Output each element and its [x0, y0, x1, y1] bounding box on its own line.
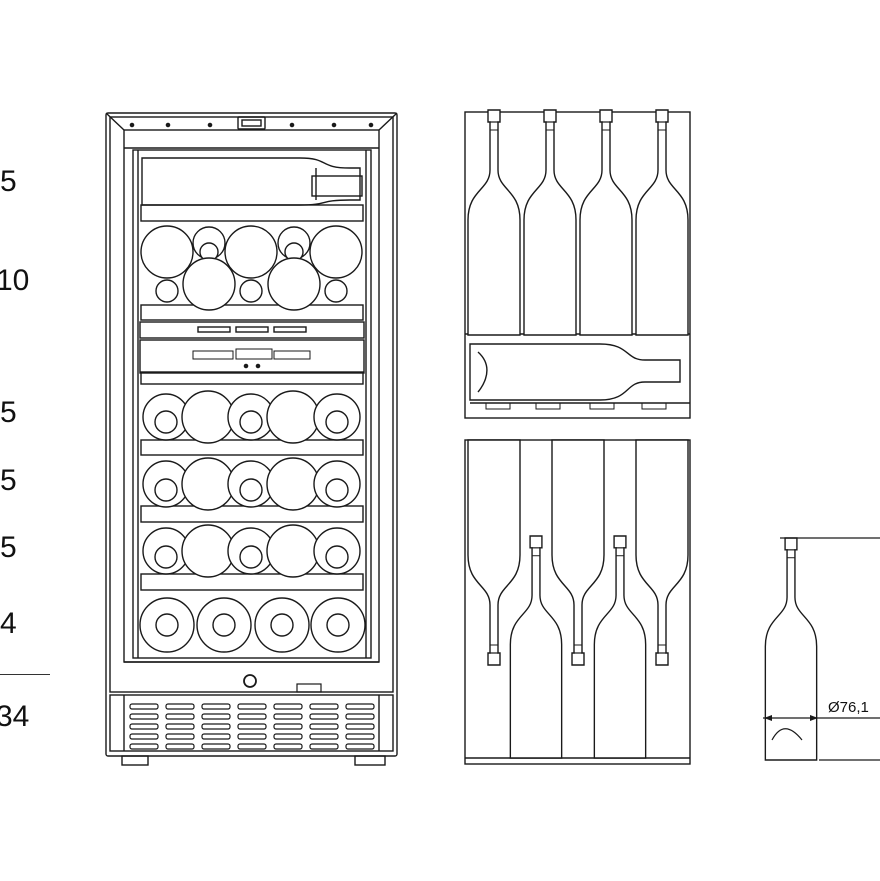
vent-slot — [237, 733, 267, 740]
vent-slot — [129, 723, 159, 730]
power-knob-icon[interactable] — [243, 674, 257, 688]
vent-slot — [201, 713, 231, 720]
reference-bottle: Ø76,1 — [763, 537, 880, 761]
vent-slot — [165, 713, 195, 720]
shelf-4-count: 5 — [0, 464, 17, 497]
vent-slot — [309, 743, 339, 750]
vent-slot — [309, 733, 339, 740]
side-view-lower — [464, 439, 691, 765]
vent-slot — [309, 723, 339, 730]
vent-slot — [273, 743, 303, 750]
vent-slot — [165, 723, 195, 730]
bottle-rows — [139, 225, 366, 653]
vent-slot — [201, 703, 231, 710]
wine-bottle-icon — [764, 537, 818, 761]
vent-slot — [345, 703, 375, 710]
vent-slot — [201, 723, 231, 730]
vent-slot — [129, 713, 159, 720]
bottle-diameter-label: Ø76,1 — [828, 699, 869, 716]
shelf-6-count: 4 — [0, 607, 17, 640]
vent-slot — [129, 733, 159, 740]
vent-slot — [273, 723, 303, 730]
vent-slot — [201, 733, 231, 740]
vent-slot — [201, 743, 231, 750]
shelf-5-count: 5 — [0, 531, 17, 564]
vent-slot — [165, 703, 195, 710]
vent-slot — [345, 733, 375, 740]
ventilation-slots — [129, 703, 375, 750]
shelf-3-count: 5 — [0, 396, 17, 429]
vent-slot — [237, 743, 267, 750]
vent-slot — [237, 713, 267, 720]
shelf-1-count: 5 — [0, 165, 17, 198]
shelf-2-count: 10 — [0, 264, 30, 297]
side-view-upper — [464, 109, 691, 419]
vent-slot — [273, 733, 303, 740]
vent-slot — [237, 703, 267, 710]
vent-slot — [165, 733, 195, 740]
vent-slot — [273, 713, 303, 720]
total-count: 34 — [0, 700, 30, 733]
vent-slot — [129, 743, 159, 750]
vent-slot — [165, 743, 195, 750]
total-divider-line — [0, 674, 50, 675]
vent-slot — [345, 743, 375, 750]
vent-slot — [273, 703, 303, 710]
vent-slot — [309, 703, 339, 710]
vent-slot — [129, 703, 159, 710]
vent-slot — [309, 713, 339, 720]
vent-slot — [237, 723, 267, 730]
cabinet-front-view — [105, 112, 398, 766]
vent-slot — [345, 723, 375, 730]
vent-slot — [345, 713, 375, 720]
